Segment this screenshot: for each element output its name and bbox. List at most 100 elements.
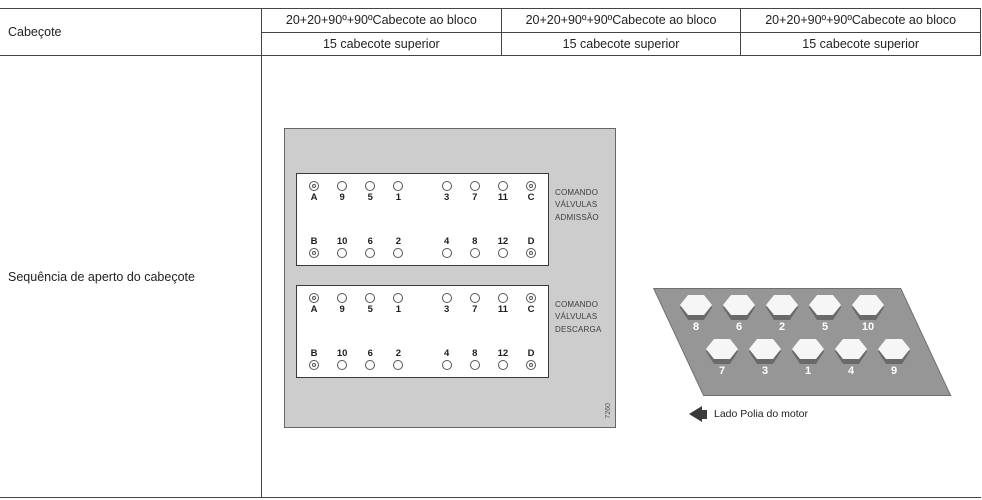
valve-position-label: 3 [443, 304, 450, 315]
bolt-hole-marker-icon [337, 181, 348, 191]
bolt-position: 8 [467, 347, 483, 370]
bolt-position: 1 [390, 181, 406, 203]
valve-position-label: 12 [497, 235, 509, 247]
bolt-hole-marker-icon [337, 360, 348, 370]
torque-value: 20+20+90º+90ºCabecote ao bloco [741, 9, 981, 33]
valve-position-label: 8 [472, 235, 478, 247]
valve-position-label: 3 [443, 192, 450, 203]
bolt-position: 2 [390, 348, 406, 370]
figure-code: 7260 [605, 403, 612, 419]
center-gap [419, 237, 427, 259]
valve-position-label: 11 [497, 304, 508, 315]
bolt-hole-marker-icon [337, 293, 348, 303]
bolt-number: 1 [804, 365, 812, 377]
bolt-position: 10 [334, 236, 350, 258]
valve-position-label: B [310, 235, 318, 247]
bolt-hole-marker-icon [365, 181, 376, 191]
bolt: 5 [808, 295, 842, 334]
bolt-hole-marker-icon [469, 293, 480, 303]
valve-position-label: C [527, 192, 535, 203]
bolt-position: 7 [467, 293, 483, 315]
bolt-hole-marker-icon [441, 293, 452, 303]
valve-position-label: A [310, 304, 318, 315]
cap-marker-icon [526, 360, 536, 370]
cap-marker-icon [309, 293, 319, 303]
caption-line: COMANDO [555, 300, 599, 309]
bolt-hole-marker-icon [365, 248, 376, 258]
valve-position-label: B [310, 347, 318, 359]
bolt-icon [835, 339, 867, 364]
intake-panel-caption: COMANDO VÁLVULAS ADMISSÃO [555, 187, 615, 224]
bolt-position: 9 [334, 181, 350, 203]
pulley-side-legend: Lado Polia do motor [689, 406, 808, 422]
bolt-position: 5 [362, 181, 378, 203]
bolt: 4 [834, 339, 868, 378]
bolt: 9 [877, 339, 911, 378]
bolt-position: 5 [362, 293, 378, 315]
diagram-area: A 9 5 1 3 7 11 C B 10 [262, 56, 981, 497]
cap-marker-icon [309, 248, 319, 258]
valve-position-label: 6 [367, 347, 373, 359]
bolt-number: 8 [692, 321, 700, 333]
valve-position-label: C [527, 304, 535, 315]
cap-position: D [523, 235, 539, 258]
bolt-position: 12 [495, 235, 511, 258]
bolt: 6 [722, 295, 756, 334]
bolt-row-bottom: 7 3 1 4 9 [705, 339, 911, 378]
valve-position-label: 1 [395, 304, 402, 315]
valve-position-label: D [527, 235, 535, 247]
valve-panel-intake: A 9 5 1 3 7 11 C B 10 [296, 173, 549, 266]
bolt-number: 4 [847, 365, 855, 377]
bolt-hole-marker-icon [497, 293, 508, 303]
valve-position-label: D [527, 347, 535, 359]
bolt-hole-marker-icon [441, 181, 452, 191]
bolt-position: 6 [362, 236, 378, 258]
valve-position-label: 9 [339, 192, 345, 203]
torque-column-2: 20+20+90º+90ºCabecote ao bloco 15 cabeco… [501, 9, 742, 55]
valve-position-label: 8 [472, 347, 478, 359]
bolt-number: 5 [821, 321, 829, 333]
left-arrow-icon [689, 406, 707, 422]
header-label-cabecote: Cabeçote [0, 9, 262, 55]
cap-position: B [306, 235, 322, 258]
bolt-icon [766, 295, 798, 320]
bolt-number: 3 [761, 365, 769, 377]
caption-line: DESCARGA [555, 324, 602, 334]
legend-text: Lado Polia do motor [714, 408, 808, 420]
valve-row-top: A 9 5 1 3 7 11 C [306, 293, 539, 315]
valve-position-label: 5 [367, 304, 373, 315]
bolt-position: 9 [334, 293, 350, 315]
valve-position-label: 7 [472, 304, 478, 315]
valve-position-label: A [310, 192, 318, 203]
bolt-position: 4 [439, 347, 455, 370]
valve-position-label: 4 [443, 347, 450, 359]
bolt-hole-marker-icon [441, 360, 452, 370]
valve-row-bottom: B 10 6 2 4 8 12 D [306, 347, 539, 370]
center-gap [419, 181, 427, 203]
body-row: Sequência de aperto do cabeçote A 9 5 1 … [0, 56, 981, 497]
bolt-hole-marker-icon [497, 360, 508, 370]
bolt-hole-marker-icon [469, 181, 480, 191]
bolt-position: 1 [390, 293, 406, 315]
bolt-position: 4 [439, 236, 455, 258]
torque-value: 20+20+90º+90ºCabecote ao bloco [501, 9, 741, 33]
cap-marker-icon [526, 181, 536, 191]
bolt-position: 8 [467, 235, 483, 258]
bolt-icon [749, 339, 781, 364]
bolt-number: 6 [735, 321, 743, 333]
valve-position-label: 12 [497, 347, 509, 359]
valve-position-label: 10 [336, 347, 348, 359]
bolt-number: 2 [778, 321, 786, 333]
cap-position: B [306, 347, 322, 370]
valve-position-label: 1 [395, 192, 402, 203]
bolt-icon [809, 295, 841, 320]
valve-position-label: 2 [395, 235, 402, 247]
cap-position: D [523, 347, 539, 370]
caption-line: VÁLVULAS [555, 200, 598, 210]
bolt-hole-marker-icon [469, 248, 480, 258]
bolt: 10 [851, 295, 885, 334]
valve-panel-exhaust: A 9 5 1 3 7 11 C B 10 [296, 285, 549, 378]
bolt-hole-marker-icon [497, 181, 508, 191]
torque-stage-value: 15 cabecote superior [562, 36, 680, 51]
bolt-row-top: 8 6 2 5 10 [679, 295, 885, 334]
